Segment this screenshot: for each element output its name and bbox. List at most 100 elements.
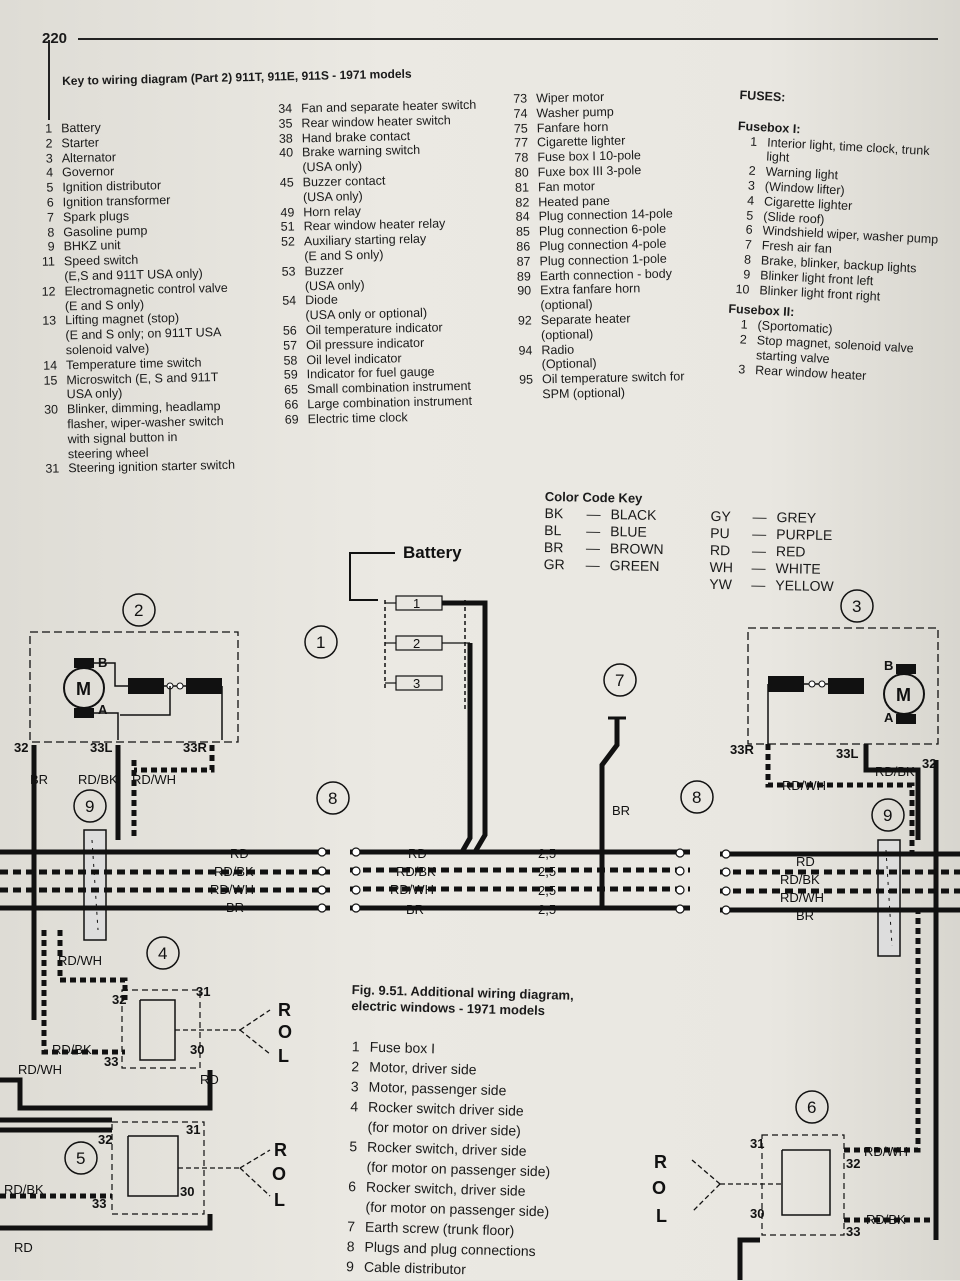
item-number: 9 bbox=[345, 1258, 355, 1275]
wire-br-left: BR bbox=[30, 772, 48, 787]
gauge-4: 2,5 bbox=[538, 902, 556, 917]
switch-5-r: R bbox=[274, 1140, 287, 1160]
marker-7: 7 bbox=[615, 671, 624, 690]
switch-4-t30: 30 bbox=[190, 1042, 204, 1057]
item-text: Fuse box I bbox=[369, 1038, 436, 1057]
gauge-3: 2,5 bbox=[538, 883, 556, 898]
item-number: 5 bbox=[349, 1138, 358, 1155]
gauge-1: 2,5 bbox=[538, 846, 556, 861]
fuse-1-number: 1 bbox=[413, 596, 420, 611]
item-number: 8 bbox=[346, 1238, 355, 1255]
switch-wire-rdbk: RD/BK bbox=[52, 1042, 92, 1057]
bus-left-rdbk: RD/BK bbox=[214, 864, 254, 879]
header-vertical-rule bbox=[48, 40, 50, 120]
rocker-switch-6 bbox=[761, 1134, 845, 1236]
fuse-3-number: 3 bbox=[413, 676, 420, 691]
motor-2-t33r: 33R bbox=[183, 740, 207, 755]
motor-3-terminal-a: A bbox=[884, 710, 894, 725]
battery-label: Battery bbox=[403, 543, 462, 562]
switch-6-l: L bbox=[656, 1206, 667, 1226]
marker-8-left: 8 bbox=[328, 789, 337, 808]
motor-3-terminal-b: B bbox=[884, 658, 893, 673]
marker-2: 2 bbox=[134, 601, 143, 620]
motor-2-letter: M bbox=[76, 679, 91, 699]
switch-6-o: O bbox=[652, 1178, 666, 1198]
marker-1: 1 bbox=[316, 633, 325, 652]
switch-4-t31: 31 bbox=[196, 984, 210, 999]
bus-left-rd: RD bbox=[230, 846, 249, 861]
motor-2-t33l: 33L bbox=[90, 740, 112, 755]
motor-2-terminal-a: A bbox=[98, 702, 108, 717]
switch-5-t33: 33 bbox=[92, 1196, 106, 1211]
bus-mid-rd: RD bbox=[408, 846, 427, 861]
switch-6-t32: 32 bbox=[846, 1156, 860, 1171]
switch-5-t30: 30 bbox=[180, 1184, 194, 1199]
bus-right-br: BR bbox=[796, 908, 814, 923]
earth-wire bbox=[599, 718, 620, 908]
fuse-box-1: 1 2 3 bbox=[384, 595, 470, 710]
switch-4-r: R bbox=[278, 1000, 291, 1020]
figure-caption: Fig. 9.51. Additional wiring diagram, el… bbox=[351, 982, 574, 1020]
bus-mid-rdbk: RD/BK bbox=[396, 864, 436, 879]
wire-rdbk-left: RD/BK bbox=[78, 772, 118, 787]
motor-3-t33l: 33L bbox=[836, 746, 858, 761]
gauge-2: 2,5 bbox=[538, 864, 556, 879]
bus-left-rdwh: RD/WH bbox=[210, 882, 254, 897]
bus-right-rd: RD bbox=[796, 854, 815, 869]
motor-3-t32: 32 bbox=[922, 756, 936, 771]
component-number-markers bbox=[64, 589, 905, 1175]
item-number: 1 bbox=[351, 1038, 360, 1055]
switch-4-t33: 33 bbox=[104, 1054, 118, 1069]
feed-wire-1 bbox=[442, 600, 540, 855]
wire-rdwh-right: RD/WH bbox=[782, 778, 826, 793]
plug-connectors-right bbox=[675, 848, 731, 915]
switch-5-t31: 31 bbox=[186, 1122, 200, 1137]
battery-bracket bbox=[349, 552, 395, 601]
switch-5-wire-rd: RD bbox=[14, 1240, 33, 1255]
motor-3-letter: M bbox=[896, 685, 911, 705]
bus-right-rdwh: RD/WH bbox=[780, 890, 824, 905]
switch-wire-rdwh: RD/WH bbox=[58, 953, 102, 968]
marker-8-right: 8 bbox=[692, 788, 701, 807]
switch-6-wire-rdwh: RD/WH bbox=[864, 1144, 908, 1159]
motor-2-t32: 32 bbox=[14, 740, 28, 755]
motor-3-housing bbox=[747, 627, 939, 745]
cable-distributor-left bbox=[83, 829, 107, 941]
switch-6-t33: 33 bbox=[846, 1224, 860, 1239]
switch-4-o: O bbox=[278, 1022, 292, 1042]
feed-wire-2 bbox=[459, 643, 473, 854]
item-number bbox=[340, 1156, 367, 1177]
switch-6-t30: 30 bbox=[750, 1206, 764, 1221]
marker-6: 6 bbox=[807, 1098, 816, 1117]
switch-5-wire-rdbk: RD/BK bbox=[4, 1182, 44, 1197]
item-number: 3 bbox=[350, 1078, 359, 1095]
item-text: Cable distributor bbox=[363, 1258, 467, 1278]
switch-6-r: R bbox=[654, 1152, 667, 1172]
marker-9-right: 9 bbox=[883, 806, 892, 825]
marker-3: 3 bbox=[852, 597, 861, 616]
rocker-switch-4 bbox=[121, 989, 201, 1069]
plug-connectors-left bbox=[317, 847, 361, 913]
switch-5-l: L bbox=[274, 1190, 285, 1210]
header-rule bbox=[78, 38, 938, 40]
bus-mid-br: BR bbox=[406, 902, 424, 917]
fuse-2-number: 2 bbox=[413, 636, 420, 651]
rocker-switch-5 bbox=[111, 1121, 205, 1215]
wire-rdwh-left: RD/WH bbox=[132, 772, 176, 787]
motor-3-t33r: 33R bbox=[730, 742, 754, 757]
marker-9-left: 9 bbox=[85, 797, 94, 816]
switch-wire-rdwh-2: RD/WH bbox=[18, 1062, 62, 1077]
item-number: 6 bbox=[348, 1178, 357, 1195]
item-text: Motor, driver side bbox=[368, 1058, 477, 1078]
bus-left-br: BR bbox=[226, 900, 244, 915]
item-number bbox=[339, 1196, 366, 1217]
item-number bbox=[341, 1116, 368, 1137]
switch-5-o: O bbox=[272, 1164, 286, 1184]
wire-rdbk-right: RD/BK bbox=[875, 764, 915, 779]
switch-4-l: L bbox=[278, 1046, 289, 1066]
switch-5-t32: 32 bbox=[98, 1132, 112, 1147]
marker-4: 4 bbox=[158, 944, 167, 963]
